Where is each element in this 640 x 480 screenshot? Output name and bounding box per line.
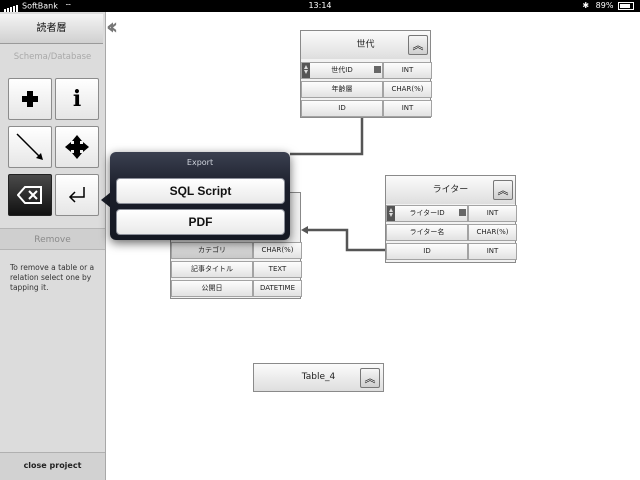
table-row-type[interactable]: TEXT — [253, 261, 302, 278]
double-chevron-up-icon: ︽ — [364, 371, 376, 385]
table-row[interactable]: 世代ID — [301, 62, 383, 79]
reorder-arrows-icon[interactable] — [302, 63, 310, 78]
move-icon — [65, 135, 89, 159]
table-row[interactable]: ライターID — [386, 205, 468, 222]
table-row[interactable]: 記事タイトル — [171, 261, 253, 278]
info-icon: i — [72, 86, 82, 112]
remove-button[interactable] — [8, 174, 52, 216]
table-row[interactable]: ID — [301, 100, 383, 117]
table-menu-button[interactable]: ︽ — [493, 180, 513, 200]
table-row-type[interactable]: INT — [383, 100, 432, 117]
wifi-icon: ⌔ — [64, 1, 72, 11]
table-menu-button[interactable]: ︽ — [360, 368, 380, 388]
add-relation-button[interactable] — [8, 126, 52, 168]
double-chevron-up-icon: ︽ — [497, 183, 509, 197]
remove-header: Remove — [0, 228, 105, 250]
return-icon — [68, 187, 85, 203]
popover-title: Export — [186, 158, 214, 167]
move-button[interactable] — [55, 126, 99, 168]
carrier: SoftBank ⌔ — [4, 0, 72, 13]
relation-line-1 — [290, 118, 364, 156]
double-chevron-up-icon: ︽ — [412, 38, 424, 52]
table-row-type[interactable]: INT — [383, 62, 432, 79]
key-icon — [459, 209, 466, 216]
close-project-button[interactable]: close project — [0, 452, 105, 480]
table-row[interactable]: 年齢層 — [301, 81, 383, 98]
table-writer[interactable]: ライター ︽ ライターID INT ライター名 CHAR(%) ID INT — [385, 175, 517, 263]
table-row[interactable]: カテゴリ — [171, 242, 253, 259]
popover-arrow — [101, 192, 111, 208]
info-button[interactable]: i — [55, 78, 99, 120]
export-pdf-button[interactable]: PDF — [116, 209, 285, 235]
relation-arrowhead — [301, 226, 308, 234]
key-icon — [374, 66, 381, 73]
signal-icon — [4, 0, 19, 12]
reorder-arrows-icon[interactable] — [387, 206, 395, 221]
help-text: To remove a table or a relation select o… — [10, 263, 95, 292]
table-menu-button[interactable]: ︽ — [408, 35, 428, 55]
battery: ✱ 89% — [582, 0, 634, 12]
backspace-icon — [17, 186, 42, 204]
clock: 13:14 — [308, 1, 332, 10]
table-row[interactable]: ID — [386, 243, 468, 260]
table-row-type[interactable]: DATETIME — [253, 280, 302, 297]
export-sql-button[interactable]: SQL Script — [116, 178, 285, 204]
plus-icon — [22, 91, 38, 107]
schema-title: 読者層 — [0, 14, 103, 44]
table-4[interactable]: Table_4 ︽ — [253, 363, 384, 392]
section-label: Schema/Database — [13, 52, 92, 62]
relation-line-2 — [306, 228, 385, 252]
arrow-diagonal-icon — [16, 133, 43, 160]
table-row[interactable]: 公開日 — [171, 280, 253, 297]
add-table-button[interactable] — [8, 78, 52, 120]
table-row-type[interactable]: CHAR(%) — [383, 81, 432, 98]
battery-icon — [618, 1, 634, 10]
table-row-type[interactable]: CHAR(%) — [468, 224, 517, 241]
export-button[interactable] — [55, 174, 99, 216]
table-row-type[interactable]: CHAR(%) — [253, 242, 302, 259]
status-bar: SoftBank ⌔ 13:14 ✱ 89% — [0, 0, 640, 12]
table-row-type[interactable]: INT — [468, 205, 517, 222]
table-sedai[interactable]: 世代 ︽ 世代ID INT 年齢層 CHAR(%) ID INT — [300, 30, 432, 118]
table-row[interactable]: ライター名 — [386, 224, 468, 241]
table-row-type[interactable]: INT — [468, 243, 517, 260]
collapse-chevron-icon[interactable]: ‹‹ — [106, 15, 118, 40]
bluetooth-icon: ✱ — [582, 1, 590, 10]
